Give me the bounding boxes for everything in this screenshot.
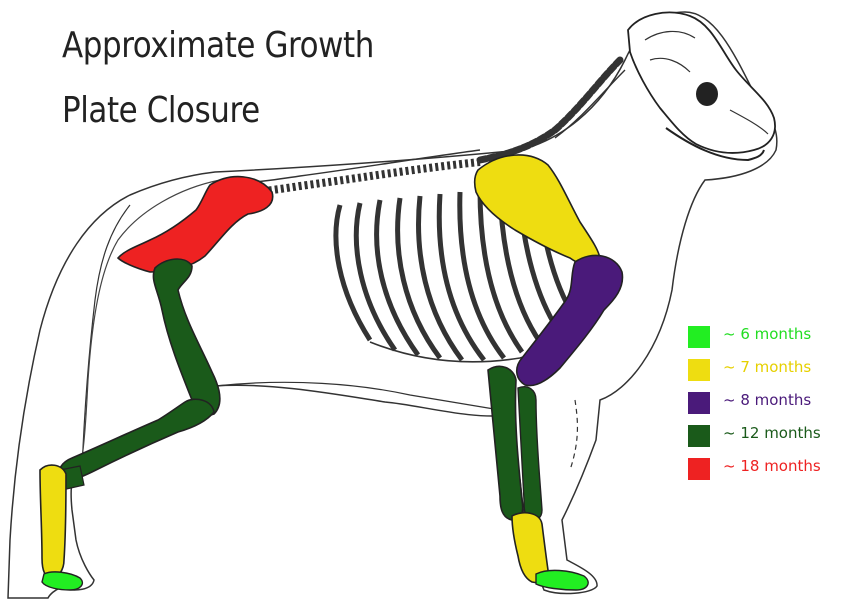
legend-label: ~ 8 months — [723, 390, 811, 410]
hind-foot-7-months — [40, 465, 66, 578]
dark-green-square-icon — [688, 425, 710, 447]
legend-label: ~ 6 months — [723, 324, 811, 344]
yellow-square-icon — [688, 359, 710, 381]
red-square-icon — [688, 458, 710, 480]
legend-label: ~ 12 months — [723, 423, 821, 443]
legend-label: ~ 7 months — [723, 357, 811, 377]
legend-item: ~ 12 months — [688, 422, 838, 455]
legend-item: ~ 18 months — [688, 455, 838, 488]
legend-item: ~ 6 months — [688, 323, 838, 356]
legend: ~ 6 months ~ 7 months ~ 8 months ~ 12 month… — [688, 323, 838, 488]
green-square-icon — [688, 326, 710, 348]
diagram-title-line-2: Plate Closure — [62, 93, 260, 129]
legend-item: ~ 8 months — [688, 389, 838, 422]
legend-item: ~ 7 months — [688, 356, 838, 389]
eye-socket — [696, 82, 718, 106]
legend-label: ~ 18 months — [723, 456, 821, 476]
diagram-title-line-1: Approximate Growth — [62, 28, 374, 64]
purple-square-icon — [688, 392, 710, 414]
